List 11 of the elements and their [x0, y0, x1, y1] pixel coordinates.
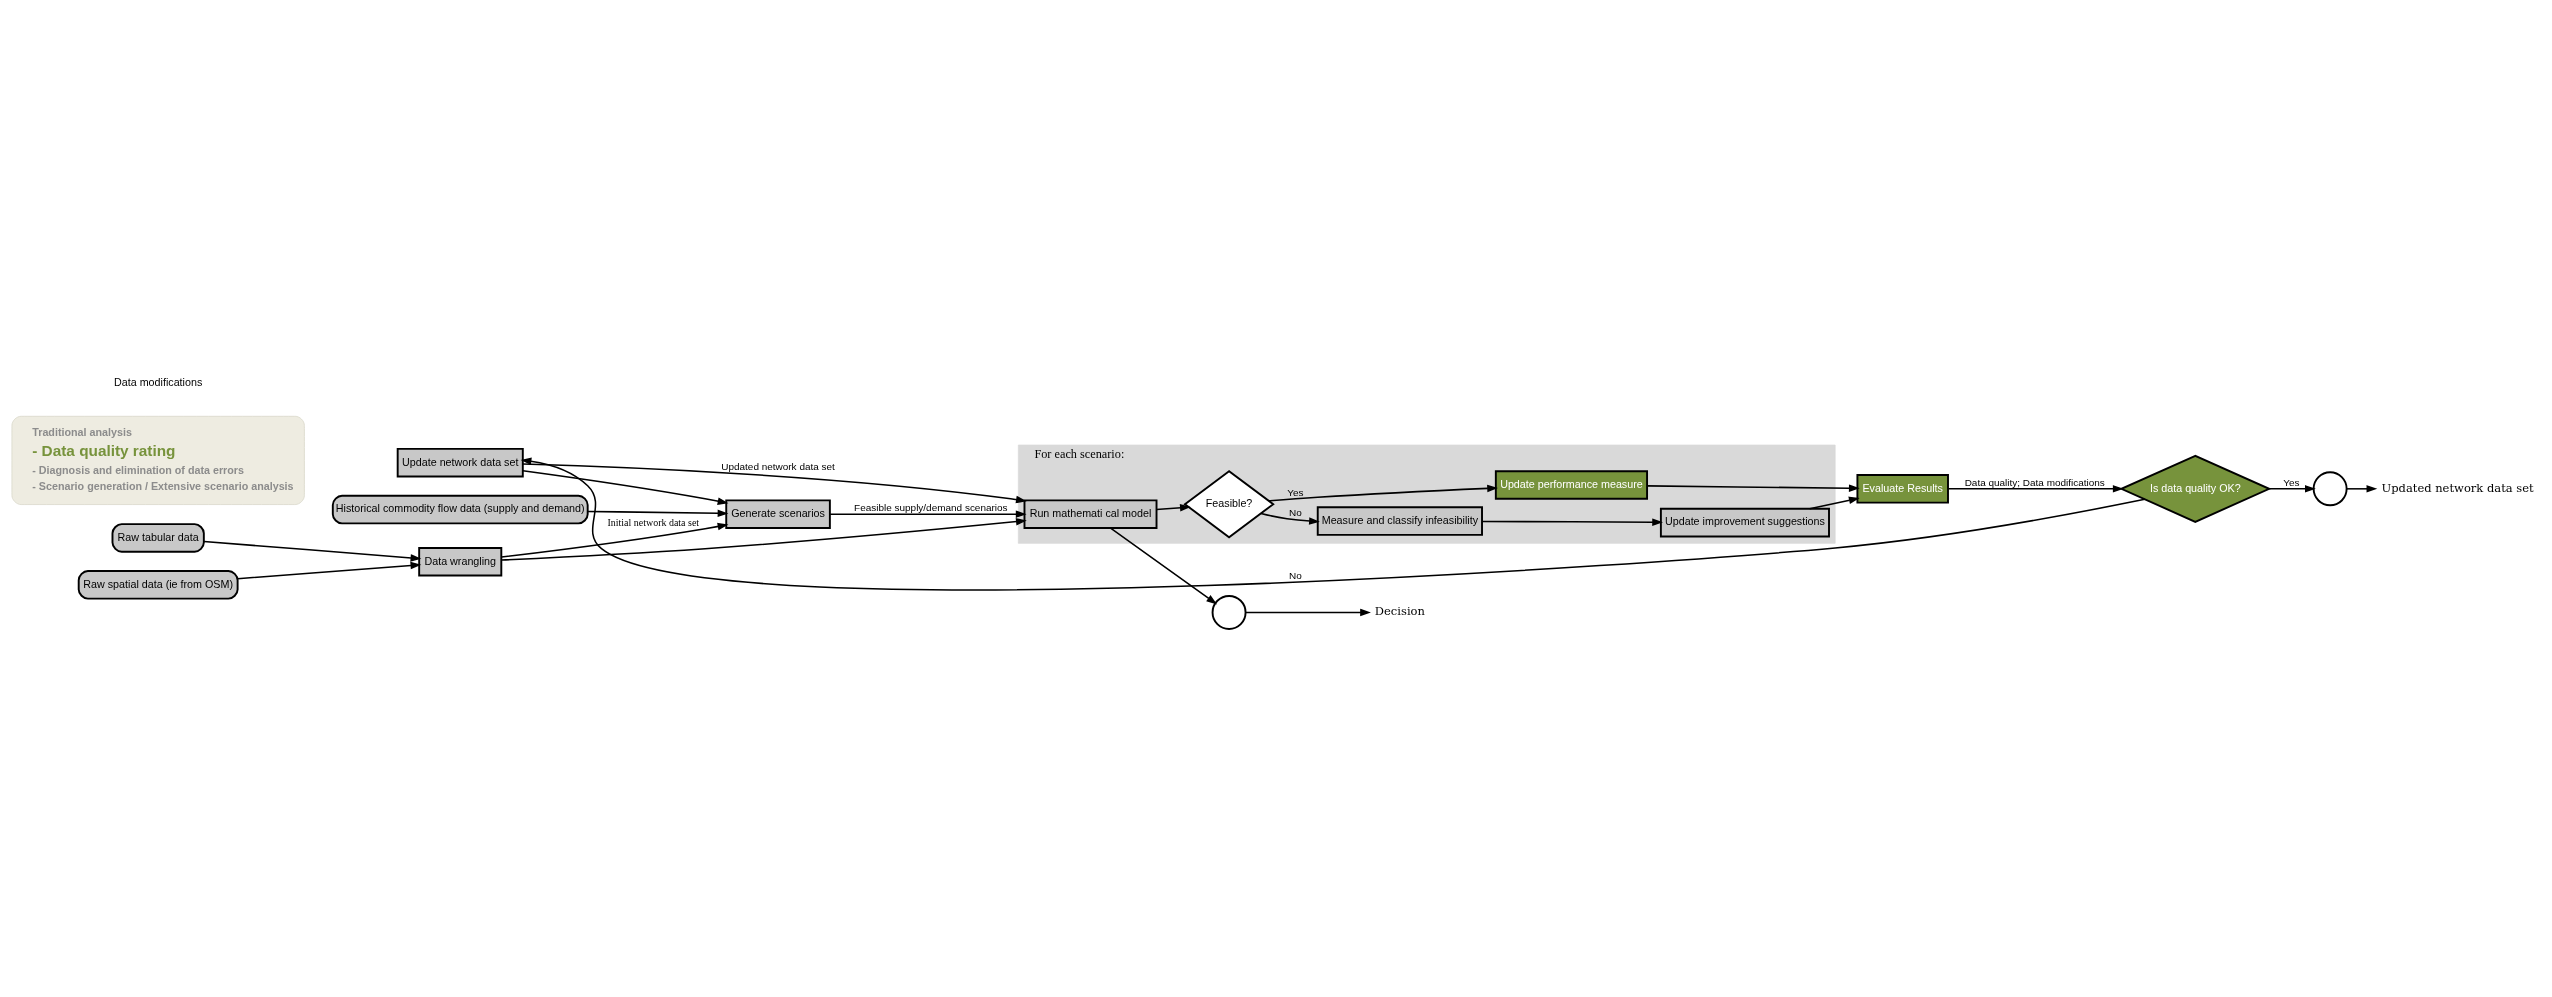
node-text: Updated network data set: [2381, 480, 2534, 495]
edge-label: Yes: [1287, 486, 1304, 498]
edge-label: No: [1289, 506, 1302, 518]
node-text: Decision: [1374, 603, 1425, 618]
edge-label: Initial network data set: [607, 516, 700, 528]
edge-label: Updated network data set: [721, 460, 835, 472]
edge-label: No: [1289, 569, 1302, 581]
edge-label: Yes: [2283, 476, 2300, 488]
edge-label: Data quality; Data modifications: [1964, 476, 2105, 488]
edge-label: Feasible supply/demand scenarios: [854, 501, 1008, 513]
label: Data modifications: [114, 375, 203, 388]
